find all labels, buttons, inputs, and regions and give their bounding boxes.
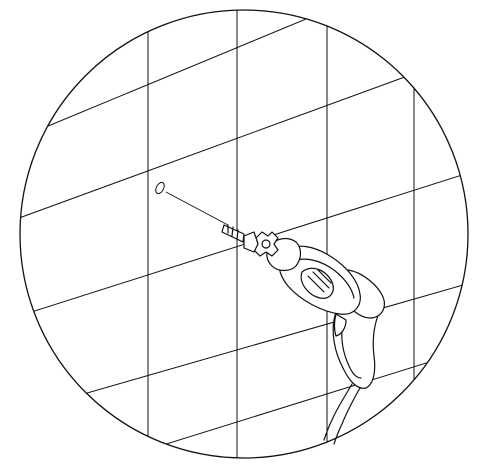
aiming-line: [165, 191, 229, 226]
tile-joint-diagonal: [20, 10, 401, 147]
drill-vent-line: [312, 271, 330, 289]
drill-bit-flute: [231, 226, 234, 237]
electric-drill-icon: [221, 224, 385, 445]
drill-body-vent: [300, 267, 334, 299]
drill-bit-flute: [236, 229, 239, 240]
tile-joint-diagonal: [69, 344, 468, 458]
magnifier-circle-frame: [19, 9, 469, 459]
drill-vent-line: [317, 269, 332, 284]
tile-joint-diagonal: [20, 278, 468, 419]
drill-power-cord: [323, 383, 361, 445]
drill-target-mark: [155, 181, 165, 195]
drill-chuck-center: [261, 239, 271, 249]
drill-vent-line: [307, 275, 325, 293]
drill-handle-grip-panel: [341, 321, 362, 379]
tile-joint-diagonal: [20, 167, 468, 323]
drill-body-seam: [291, 258, 355, 299]
drill-chuck-nose: [243, 231, 259, 253]
drill-trigger: [333, 313, 347, 337]
tile-joint-diagonal: [20, 47, 468, 226]
